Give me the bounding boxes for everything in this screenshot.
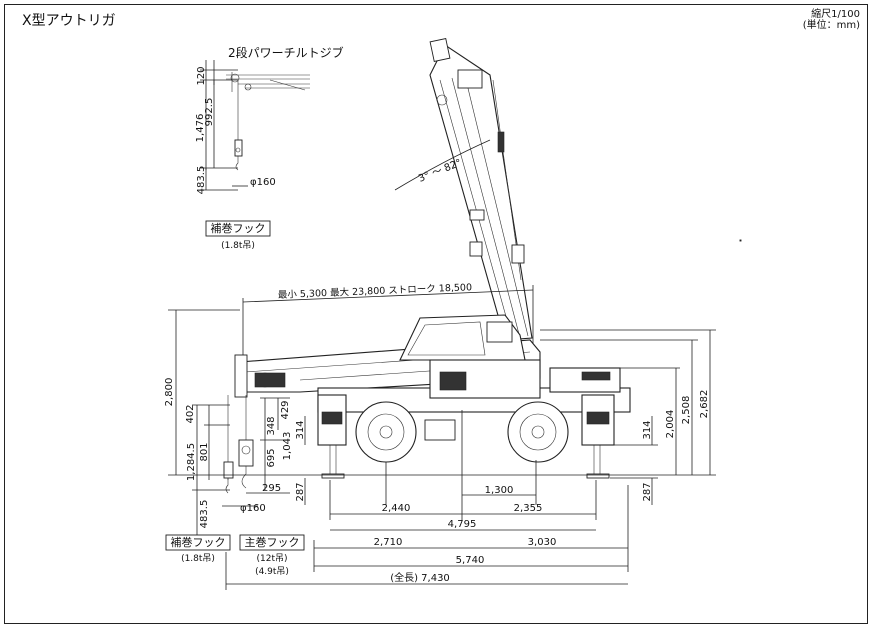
dim-4795: 4,795	[448, 519, 477, 530]
crane-side-view	[223, 314, 631, 494]
front-dimensions: 2,800 402 801 1,284.5 483.5 429 348 1,04…	[164, 309, 330, 535]
dim-314-front: 314	[295, 420, 306, 439]
hook-labels: 補巻フック (1.8t吊) 主巻フック (12t吊) (4.9t吊)	[165, 534, 305, 577]
dim-287-front: 287	[295, 482, 306, 501]
jib-dim-483: 483.5	[196, 166, 207, 195]
jib-hook-label: 補巻フック	[211, 222, 266, 235]
jib-dim-1476: 1,476	[195, 114, 206, 143]
dim-2710: 2,710	[374, 537, 403, 548]
rear-dimensions: 314 287 2,004 2,508 2,682	[330, 329, 716, 505]
dim-287-rear: 287	[642, 482, 653, 501]
dim-1300: 1,300	[485, 485, 514, 496]
jib-dim-992: 992.5	[204, 98, 215, 127]
dim-801: 801	[199, 442, 210, 461]
aux-hook-label: 補巻フック	[171, 536, 226, 549]
main-hook-label: 主巻フック	[245, 536, 300, 549]
raised-boom: 3° ～ 82°	[394, 38, 742, 341]
jib-hook-capacity: (1.8t吊)	[221, 240, 255, 251]
jib-dim-120: 120	[196, 66, 207, 85]
dim-2508: 2,508	[681, 396, 692, 425]
main-hook-capacity-2: (4.9t吊)	[255, 566, 289, 577]
dim-5740: 5,740	[456, 555, 485, 566]
dim-2682: 2,682	[699, 390, 710, 419]
scale-unit: (単位：mm)	[802, 20, 860, 31]
aux-hook-capacity: (1.8t吊)	[181, 553, 215, 564]
front-sheave: φ160	[240, 503, 266, 514]
dim-overall: (全長) 7,430	[390, 571, 450, 584]
dim-695: 695	[266, 448, 277, 467]
boom-length: 最小 5,300 最大 23,800 ストローク 18,500	[278, 281, 473, 301]
jib-detail: 2段パワーチルトジブ 120 992.5 1,476 483.5 φ160 補巻…	[195, 45, 344, 251]
dim-2800: 2,800	[164, 378, 175, 407]
boom-angle: 3° ～ 82°	[417, 158, 463, 185]
main-hook-capacity-1: (12t吊)	[256, 553, 287, 564]
dim-429: 429	[280, 400, 291, 419]
drawing-frame	[4, 4, 868, 624]
scale-ratio: 縮尺1/100	[811, 9, 860, 20]
dim-402: 402	[185, 404, 196, 423]
dim-314-rear: 314	[642, 420, 653, 439]
dim-1043: 1,043	[282, 432, 293, 461]
scale-note: 縮尺1/100 (単位：mm)	[803, 9, 860, 31]
jib-sheave: φ160	[250, 177, 276, 188]
dim-2004: 2,004	[665, 410, 676, 439]
drawing-title: X型アウトリガ	[22, 13, 116, 29]
dim-295: 295	[262, 483, 281, 494]
dim-3030: 3,030	[528, 537, 557, 548]
jib-label: 2段パワーチルトジブ	[228, 45, 344, 60]
dim-2355: 2,355	[514, 503, 543, 514]
bottom-dimensions: 1,300 2,440 2,355 4,795 2,710 3,030 5,74…	[225, 410, 629, 590]
dim-1284: 1,284.5	[186, 443, 197, 481]
dim-2440: 2,440	[382, 503, 411, 514]
dim-348: 348	[266, 416, 277, 435]
dim-483-front: 483.5	[199, 500, 210, 529]
